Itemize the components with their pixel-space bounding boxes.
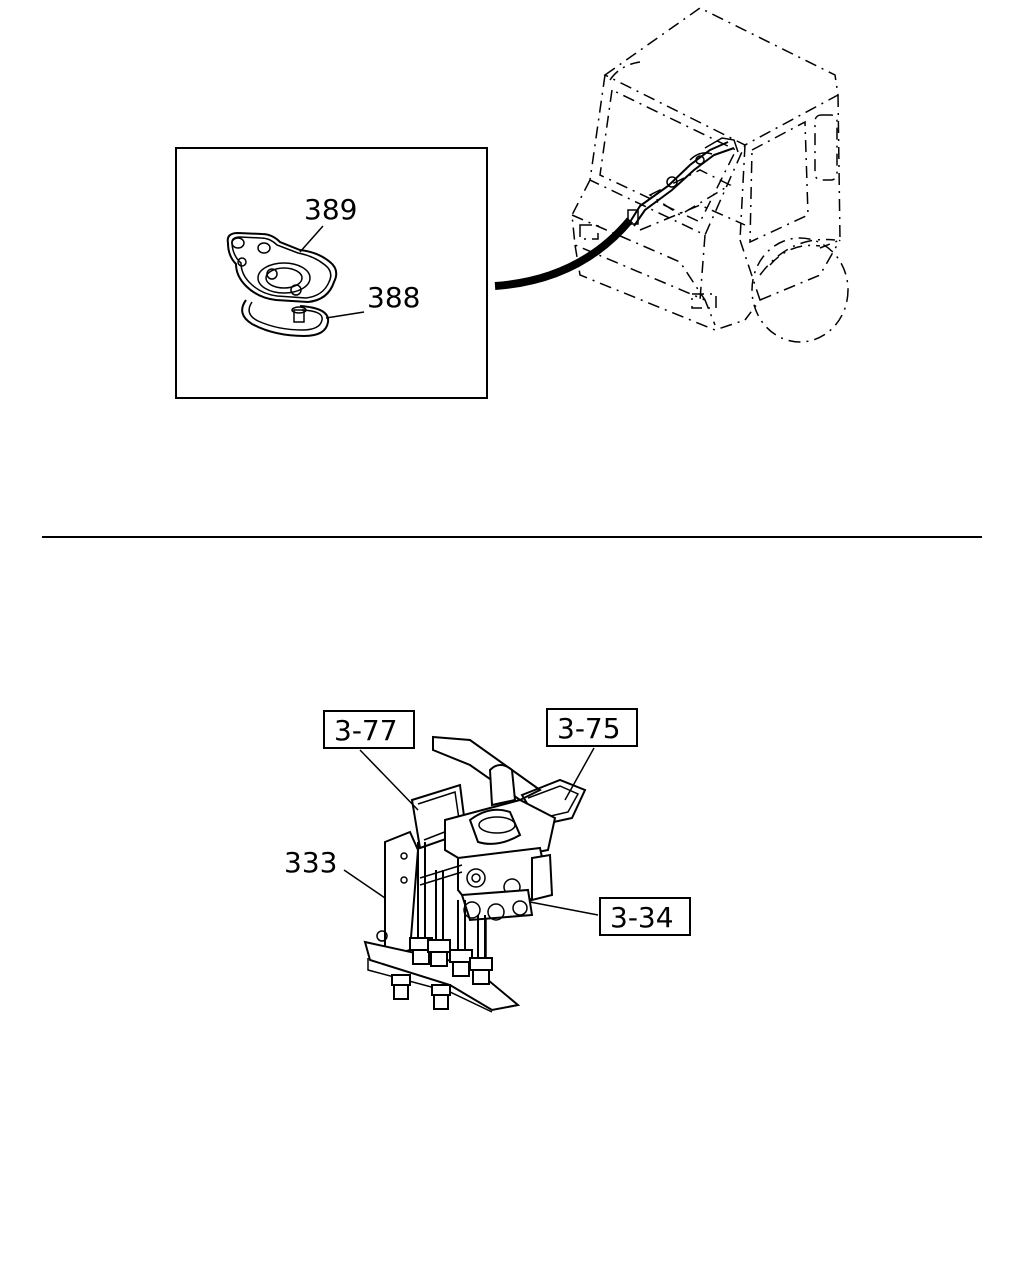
leader-388: [325, 311, 365, 319]
leader-3-34: [529, 901, 599, 916]
brake-valve-assembly: [444, 764, 557, 958]
callout-333: 333: [284, 846, 337, 879]
upper-view: 389 388: [175, 7, 849, 399]
inset-frame: [175, 147, 488, 399]
callout-3-75: 3-75: [557, 712, 621, 745]
callout-3-77: 3-77: [334, 714, 398, 747]
leader-389: [299, 225, 324, 253]
pipe-fittings: [391, 842, 493, 1010]
truck-cab: [571, 7, 849, 343]
leader-3-75: [564, 747, 595, 801]
leader-333: [343, 869, 386, 899]
callout-388: 388: [367, 281, 420, 314]
location-pointer: [494, 217, 634, 290]
callout-box-3-77: [323, 710, 415, 749]
callout-389: 389: [304, 193, 357, 226]
gasket-ring-388: [241, 299, 330, 338]
callout-box-3-75: [546, 708, 638, 747]
callout-box-3-34: [599, 897, 691, 936]
callout-3-34: 3-34: [610, 901, 674, 934]
cab-harness: [627, 137, 739, 227]
leader-3-77: [359, 749, 419, 811]
lower-view: 3-77 3-75 333 3-34: [284, 708, 691, 1013]
gasket-plate-389: [226, 231, 338, 304]
